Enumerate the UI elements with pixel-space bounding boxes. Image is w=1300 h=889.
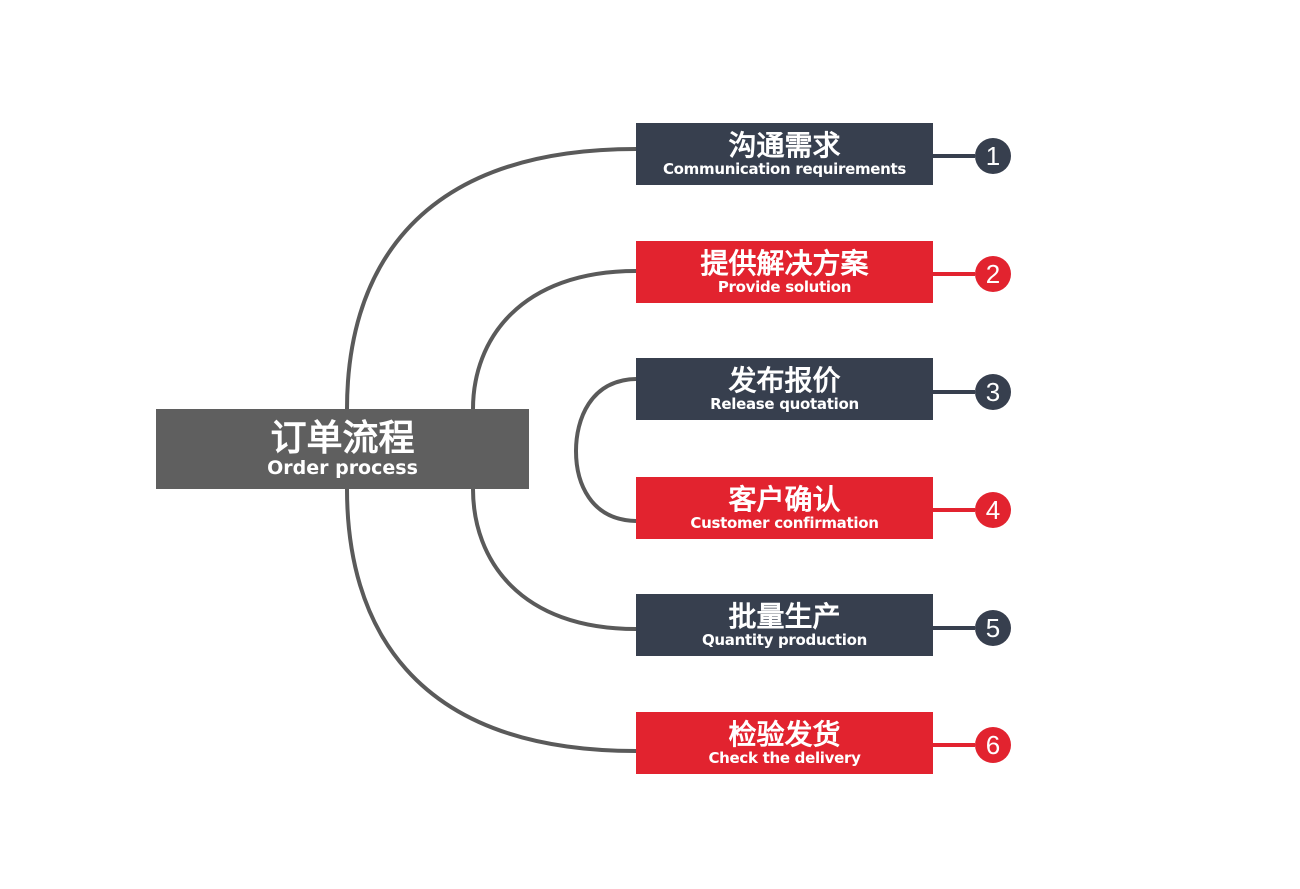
inner-arc: [573, 377, 637, 523]
outer-arc: [345, 147, 637, 753]
step-title-en: Quantity production: [701, 631, 868, 649]
center-title-en: Order process: [267, 457, 418, 479]
step-box-1: 沟通需求 Communication requirements: [636, 123, 933, 185]
step-number-3: 3: [975, 374, 1011, 410]
step-title-zh: 检验发货: [728, 718, 841, 751]
step-title-en: Provide solution: [717, 278, 852, 296]
step-box-6: 检验发货 Check the delivery: [636, 712, 933, 774]
step-box-4: 客户确认 Customer confirmation: [636, 477, 933, 539]
step-title-en: Release quotation: [710, 395, 859, 413]
step-box-5: 批量生产 Quantity production: [636, 594, 933, 656]
step-title-zh: 发布报价: [728, 364, 841, 397]
step-number-4: 4: [975, 492, 1011, 528]
step-number-1: 1: [975, 138, 1011, 174]
step-title-en: Communication requirements: [662, 160, 907, 178]
middle-arc: [471, 269, 637, 631]
step-box-2: 提供解决方案 Provide solution: [636, 241, 933, 303]
step-title-zh: 提供解决方案: [700, 247, 869, 280]
step-box-3: 发布报价 Release quotation: [636, 358, 933, 420]
step-number-6: 6: [975, 727, 1011, 763]
step-title-en: Check the delivery: [708, 749, 861, 767]
center-node: 订单流程 Order process: [156, 409, 529, 489]
step-title-zh: 客户确认: [728, 483, 841, 516]
step-title-en: Customer confirmation: [690, 514, 879, 532]
step-title-zh: 批量生产: [728, 600, 841, 633]
center-title-zh: 订单流程: [270, 418, 415, 459]
step-number-5: 5: [975, 610, 1011, 646]
step-title-zh: 沟通需求: [728, 129, 841, 162]
step-number-2: 2: [975, 256, 1011, 292]
